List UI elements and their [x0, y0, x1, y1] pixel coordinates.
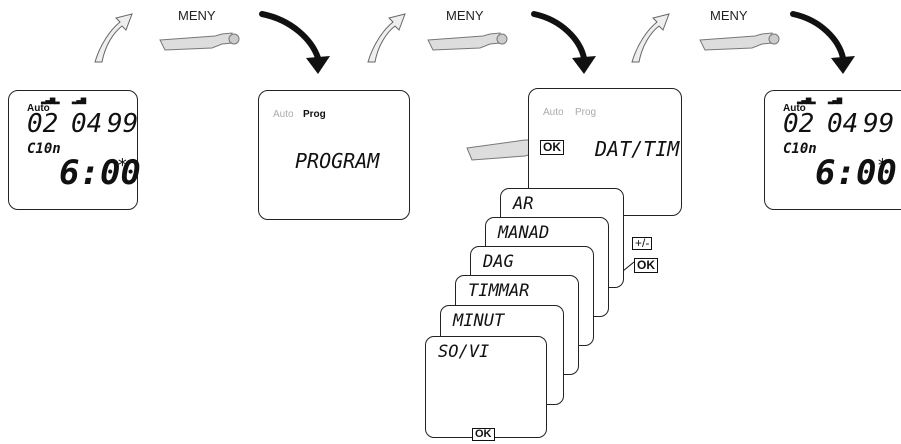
meny-label-1: MENY: [178, 8, 216, 23]
meny-label-2: MENY: [446, 8, 484, 23]
date-month: 04: [71, 109, 103, 139]
star-icon: *: [877, 155, 888, 176]
card-label: SO/VI: [438, 342, 490, 362]
signal-bars-icon: ▂▃▅▂ ▂▃▅: [797, 95, 842, 105]
prog-code: C10n: [783, 141, 817, 157]
ok-button-bottom[interactable]: OK: [472, 428, 495, 441]
auto-label: Auto: [27, 103, 50, 114]
pointing-hand-icon-1: [159, 32, 240, 51]
gray-arrow-2: [367, 13, 406, 63]
pointing-hand-icon-2: [427, 32, 508, 51]
program-text: PROGRAM: [295, 149, 380, 173]
black-arrow-2: [531, 11, 596, 74]
card-label: AR: [513, 194, 534, 214]
signal-bars-icon: ▂▃▅▂ ▂▃▅: [41, 95, 86, 105]
plus-minus-label: +/-: [632, 237, 653, 250]
display-right: ▂▃▅▂ ▂▃▅ Auto 02 04 99 C10n 6:00 *: [764, 90, 901, 210]
dattim-text: DAT/TIM: [595, 137, 680, 161]
time-display: 6:00: [815, 153, 897, 193]
ok-button-side[interactable]: OK: [634, 258, 658, 273]
card-label: TIMMAR: [468, 281, 530, 301]
auto-label: Auto: [543, 107, 564, 118]
auto-label: Auto: [273, 109, 294, 120]
card-label: DAG: [483, 252, 514, 272]
date-day: 02: [783, 109, 815, 139]
plus-minus-buttons[interactable]: +/-: [632, 236, 653, 250]
display-program: Auto Prog PROGRAM: [258, 90, 410, 220]
gray-arrow-1: [94, 13, 133, 63]
meny-label-3: MENY: [710, 8, 748, 23]
card-label: MINUT: [453, 311, 505, 331]
prog-label: Prog: [575, 107, 597, 118]
card-label: MANAD: [498, 223, 550, 243]
ok-button[interactable]: OK: [540, 140, 564, 155]
display-left: ▂▃▅▂ ▂▃▅ Auto 02 04 99 C10n 6:00 *: [8, 90, 141, 210]
date-month: 04: [827, 109, 859, 139]
gray-arrow-3: [631, 13, 670, 63]
card-sovi: SO/VI: [425, 336, 547, 438]
date-day: 02: [27, 109, 59, 139]
date-year: 99: [863, 109, 895, 139]
star-icon: *: [117, 155, 128, 176]
black-arrow-1: [259, 11, 330, 74]
prog-label: Prog: [303, 109, 326, 120]
pointing-hand-icon-3: [699, 32, 780, 51]
time-display: 6:00: [59, 153, 141, 193]
prog-code: C10n: [27, 141, 61, 157]
black-arrow-3: [790, 11, 855, 74]
auto-label: Auto: [783, 103, 806, 114]
date-year: 99: [107, 109, 139, 139]
